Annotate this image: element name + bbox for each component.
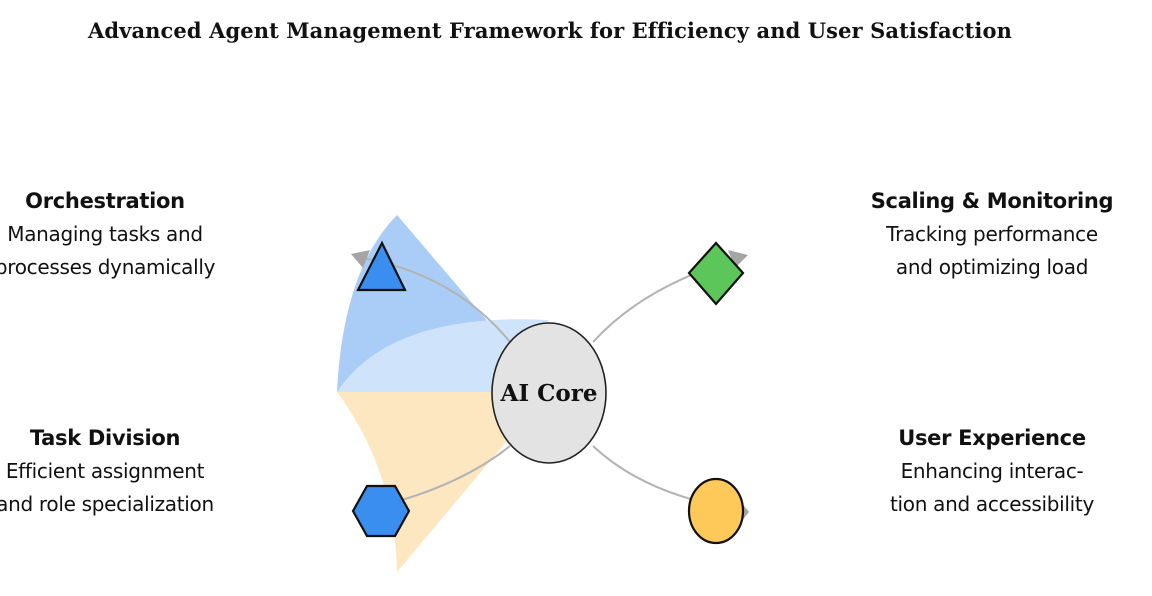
arrow-scaling-icon bbox=[728, 250, 748, 268]
task-division-label: Task Division Efficient assignment and r… bbox=[0, 421, 220, 521]
diamond-icon bbox=[687, 241, 745, 306]
task-division-desc-line-1: Efficient assignment bbox=[5, 459, 205, 483]
user-experience-heading: User Experience bbox=[898, 426, 1086, 450]
orchestration-desc-line-2: processes dynamically bbox=[0, 255, 216, 279]
orchestration-desc-line-1: Managing tasks and bbox=[7, 222, 203, 246]
arrow-orchestration-icon bbox=[351, 250, 370, 268]
hexagon-icon bbox=[351, 484, 411, 538]
ai-core-node bbox=[491, 322, 607, 464]
orchestration-label: Orchestration Managing tasks and process… bbox=[0, 184, 220, 284]
circle-icon bbox=[687, 477, 745, 545]
triangle-icon bbox=[356, 240, 407, 292]
diagram-title: Advanced Agent Management Framework for … bbox=[87, 18, 1012, 43]
user-experience-label: User Experience Enhancing interac- tion … bbox=[867, 421, 1117, 521]
task-division-desc-line-2: and role specialization bbox=[0, 492, 214, 516]
user-experience-desc-line-2: tion and accessibility bbox=[889, 492, 1095, 516]
user-experience-desc-line-1: Enhancing interac- bbox=[900, 459, 1084, 483]
ai-core-label: AI Core bbox=[499, 380, 597, 407]
scaling-desc-line-2: and optimizing load bbox=[895, 255, 1089, 279]
task-division-wedge bbox=[337, 392, 548, 572]
scaling-heading: Scaling & Monitoring bbox=[870, 189, 1114, 213]
scaling-label: Scaling & Monitoring Tracking performanc… bbox=[867, 184, 1117, 284]
scaling-desc-line-1: Tracking performance bbox=[886, 222, 1098, 246]
orchestration-heading: Orchestration bbox=[25, 189, 185, 213]
task-division-heading: Task Division bbox=[29, 426, 181, 450]
